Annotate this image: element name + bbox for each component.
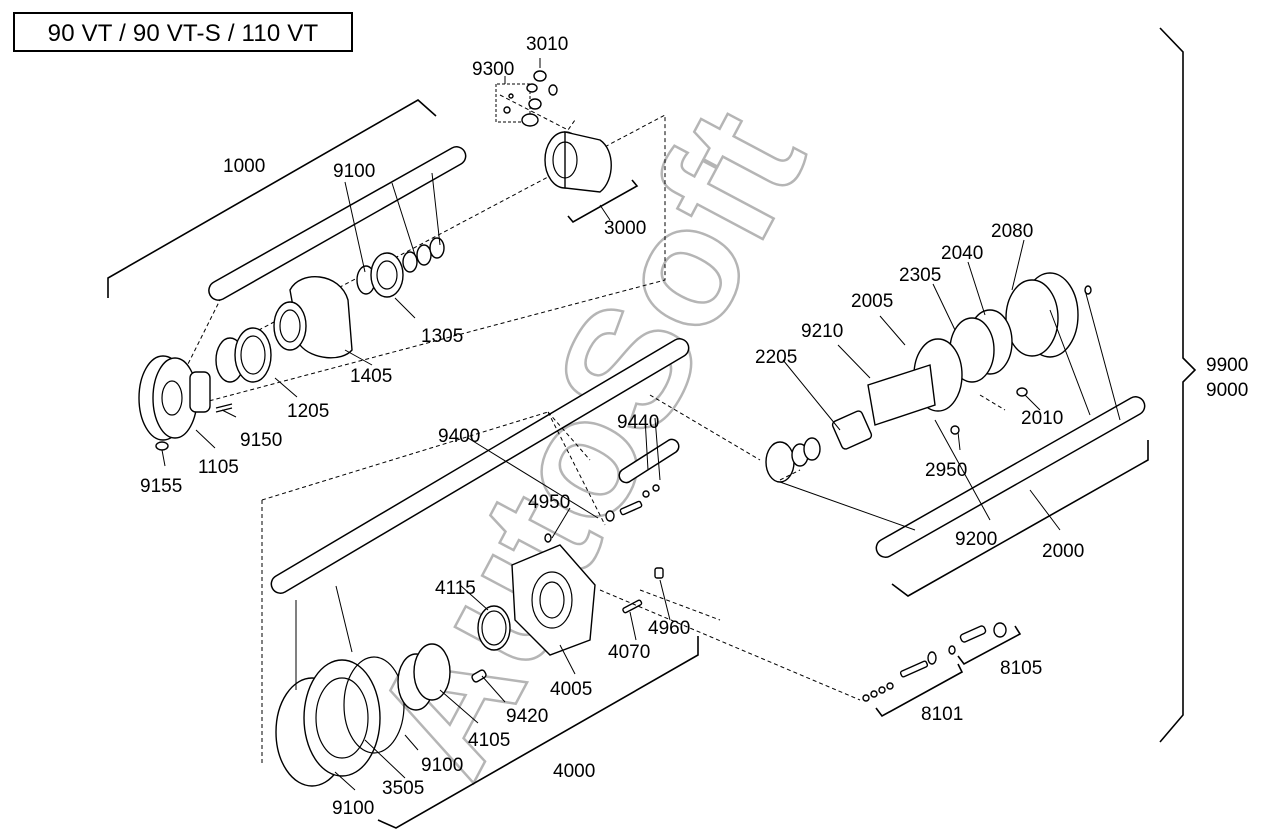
brace-9900-9000	[1159, 27, 1197, 743]
bearing-1305	[356, 237, 445, 298]
label-2010: 2010	[1021, 408, 1063, 429]
kit-9100-top	[208, 146, 467, 301]
flange-1105	[138, 355, 233, 451]
bracket-2000	[891, 440, 1149, 597]
model-title: 90 VT / 90 VT-S / 110 VT	[47, 20, 319, 47]
label-3010: 3010	[526, 34, 568, 55]
leader-lines-1000	[161, 58, 611, 467]
label-9300: 9300	[472, 59, 514, 80]
label-1205: 1205	[287, 401, 329, 422]
kit-9200	[875, 396, 1146, 558]
assembly-3000-body	[544, 131, 612, 193]
label-3000: 3000	[604, 218, 646, 239]
label-1000: 1000	[223, 156, 265, 177]
label-9000: 9000	[1206, 380, 1248, 401]
label-4105: 4105	[468, 730, 510, 751]
label-9900: 9900	[1206, 355, 1248, 376]
label-9200: 9200	[955, 529, 997, 550]
label-9440: 9440	[617, 412, 659, 433]
assembly-8101-8105-body	[862, 622, 1007, 702]
label-9400: 9400	[438, 426, 480, 447]
label-8101: 8101	[921, 704, 963, 725]
label-2080: 2080	[991, 221, 1033, 242]
label-9210: 9210	[801, 321, 843, 342]
label-4005: 4005	[550, 679, 592, 700]
bearing-1205	[215, 327, 272, 383]
bracket-1000	[107, 99, 437, 298]
bracket-3000	[567, 179, 639, 224]
label-1405: 1405	[350, 366, 392, 387]
label-9100-top: 9100	[333, 161, 375, 182]
label-9420: 9420	[506, 706, 548, 727]
bracket-8101	[875, 663, 964, 718]
leader-lines-2000	[779, 239, 1121, 531]
label-9100-bot: 9100	[332, 798, 374, 819]
label-4070: 4070	[608, 642, 650, 663]
assembly-axis-4000	[261, 411, 606, 765]
model-title-box: 90 VT / 90 VT-S / 110 VT	[13, 12, 353, 52]
leader-lines-4000	[295, 417, 671, 791]
label-2005: 2005	[851, 291, 893, 312]
kit-9400	[270, 338, 690, 594]
label-4115: 4115	[435, 578, 476, 599]
hub-1405	[273, 276, 353, 359]
bracket-8105	[957, 625, 1022, 666]
label-2040: 2040	[941, 243, 983, 264]
assembly-axis-8101	[599, 589, 861, 701]
label-2950: 2950	[925, 460, 967, 481]
label-3505: 3505	[382, 778, 424, 799]
bracket-4000	[377, 636, 699, 829]
label-4950: 4950	[528, 492, 570, 513]
assembly-axis-2000	[649, 394, 1006, 481]
label-2305: 2305	[899, 265, 941, 286]
parts-3010-9300	[495, 70, 558, 127]
label-2205: 2205	[755, 347, 797, 368]
assembly-2000-body	[765, 272, 1092, 483]
label-8105: 8105	[1000, 658, 1042, 679]
label-9150: 9150	[240, 430, 282, 451]
assembly-axis-3000	[499, 94, 576, 131]
label-1105: 1105	[198, 457, 239, 478]
label-4960: 4960	[648, 618, 690, 639]
label-9155: 9155	[140, 476, 182, 497]
assembly-4000-body	[275, 484, 664, 787]
label-1305: 1305	[421, 326, 463, 347]
label-9100-mid: 9100	[421, 755, 463, 776]
kit-9440	[618, 438, 680, 484]
label-4000: 4000	[553, 761, 595, 782]
label-2000: 2000	[1042, 541, 1084, 562]
